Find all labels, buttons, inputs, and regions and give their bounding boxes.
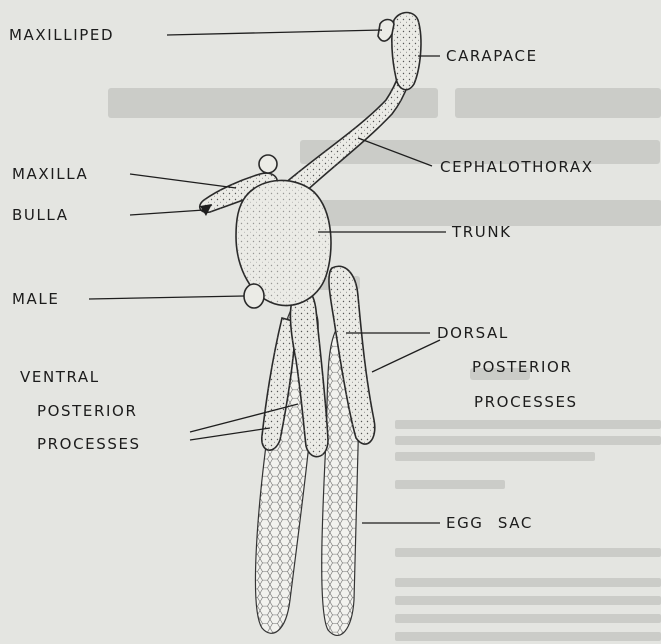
maxilla-knob bbox=[259, 155, 277, 173]
label-dorsal: DORSAL bbox=[437, 324, 509, 342]
male-shape bbox=[244, 284, 264, 308]
label-trunk: TRUNK bbox=[452, 223, 512, 241]
label-male: MALE bbox=[12, 290, 59, 308]
label-ventral: VENTRAL bbox=[20, 368, 100, 386]
label-ventral-posterior: POSTERIOR bbox=[37, 402, 138, 420]
label-dorsal-processes: PROCESSES bbox=[474, 393, 578, 411]
label-dorsal-posterior: POSTERIOR bbox=[472, 358, 573, 376]
label-cephalothorax: CEPHALOTHORAX bbox=[440, 158, 594, 176]
label-carapace: CARAPACE bbox=[446, 47, 538, 65]
label-maxilliped: MAXILLIPED bbox=[9, 26, 114, 44]
label-maxilla: MAXILLA bbox=[12, 165, 88, 183]
label-bulla: BULLA bbox=[12, 206, 69, 224]
label-egg-sac: EGG SAC bbox=[446, 514, 533, 532]
label-ventral-processes: PROCESSES bbox=[37, 435, 141, 453]
